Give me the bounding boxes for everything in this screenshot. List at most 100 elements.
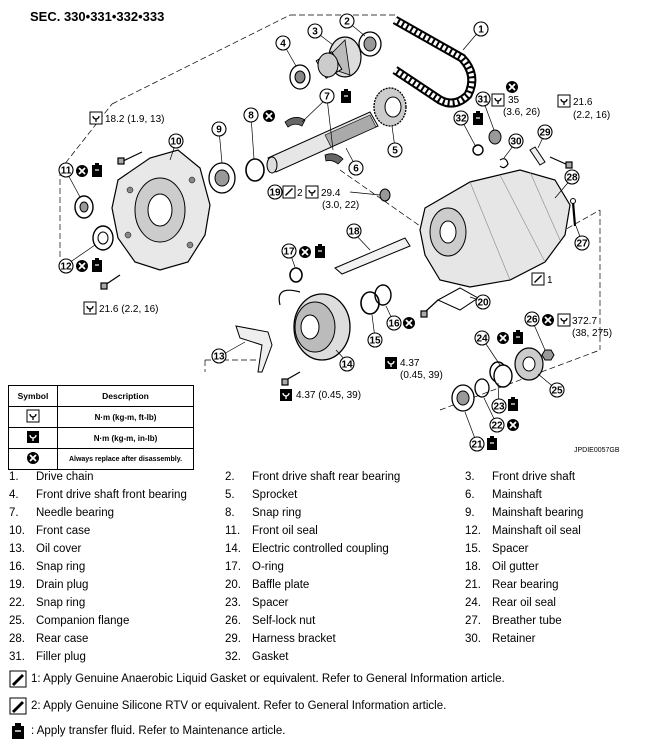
torque-spec-1: 18.2 (1.9, 13) (89, 111, 164, 125)
transfer-fluid-icon (314, 243, 326, 259)
part-name: Rear case (36, 633, 89, 645)
callout-11: 11 (58, 162, 74, 178)
bolt-shapes (100, 151, 573, 386)
callout-26: 26 (524, 311, 540, 327)
mainshaft-bearing-shape (208, 162, 236, 194)
part-number: 12. (465, 525, 481, 537)
callout-label: 14 (341, 360, 353, 371)
companion-flange-shape (514, 347, 544, 381)
svg-text:(0.45, 39): (0.45, 39) (400, 370, 443, 381)
part-number: 15. (465, 543, 481, 555)
callout-label: 20 (477, 298, 489, 309)
replace-x-icon (496, 331, 510, 345)
part-number: 9. (465, 507, 475, 519)
callout-3: 3 (307, 23, 323, 39)
part-number: 31. (9, 651, 25, 663)
part-number: 2. (225, 471, 235, 483)
torque-wrench-icon (557, 94, 571, 108)
spacer-15-shape (360, 291, 380, 315)
legend-header-symbol: Symbol (8, 385, 58, 407)
part-name: Self-lock nut (252, 615, 316, 627)
part-name: Mainshaft bearing (492, 507, 584, 519)
part-item: 1.Drive chain (9, 471, 94, 483)
part-item: 29.Harness bracket (225, 633, 336, 645)
transfer-fluid-icon (340, 88, 352, 104)
callout-label: 24 (476, 334, 488, 345)
part-item: 16.Snap ring (9, 561, 85, 573)
part-number: 30. (465, 633, 481, 645)
part-name: Baffle plate (252, 579, 310, 591)
callout-2: 2 (339, 13, 355, 29)
liquid-gasket-icon (9, 670, 27, 688)
replace-x-icon (505, 80, 519, 94)
part-item: 32.Gasket (225, 651, 288, 663)
part-name: Rear bearing (492, 579, 559, 591)
part-number: 18. (465, 561, 481, 573)
callout-7: 7 (319, 88, 335, 104)
replace-x-icon (402, 316, 416, 330)
callout-24: 24 (474, 330, 490, 346)
part-number: 7. (9, 507, 19, 519)
part-item: 20.Baffle plate (225, 579, 309, 591)
torque-wrench-icon (557, 313, 571, 327)
callout-label: 5 (392, 146, 398, 157)
callout-21: 21 (469, 436, 485, 452)
rear-bearing-shape (451, 384, 475, 412)
oil-gutter-shape (334, 237, 411, 275)
callout-10: 10 (168, 133, 184, 149)
part-number: 22. (9, 597, 25, 609)
snap-ring-16-shape (374, 284, 392, 306)
callout-23: 23 (491, 398, 507, 414)
section-title: SEC. 330•331•332•333 (30, 9, 165, 24)
part-item: 31.Filler plug (9, 651, 86, 663)
front-oil-seal-shape (74, 195, 94, 219)
breather-tube-shape (570, 198, 577, 227)
svg-text:(3.0, 22): (3.0, 22) (322, 200, 359, 211)
part-item: 2.Front drive shaft rear bearing (225, 471, 400, 483)
part-number: 5. (225, 489, 235, 501)
part-item: 28.Rear case (9, 633, 88, 645)
drain-plug-shape (379, 188, 391, 202)
callout-31: 31 (475, 91, 491, 107)
svg-text:(2.2, 16): (2.2, 16) (573, 110, 610, 121)
torque-wrench-filled-icon (384, 356, 398, 370)
callout-14: 14 (339, 356, 355, 372)
part-name: O-ring (252, 561, 284, 573)
part-number: 26. (225, 615, 241, 627)
part-number: 8. (225, 507, 235, 519)
part-number: 17. (225, 561, 241, 573)
callout-label: 12 (60, 262, 72, 273)
mainshaft-shape (266, 111, 379, 174)
replace-x-icon (262, 109, 276, 123)
torque-spec-6: 372.7 (38, 275) (541, 313, 612, 339)
part-number: 10. (9, 525, 25, 537)
note-transfer-fluid: : Apply transfer fluid. Refer to Mainten… (9, 722, 285, 740)
part-name: Front case (36, 525, 91, 537)
torque-spec-7: 4.37 (0.45, 39) (384, 356, 443, 381)
callout-label: 23 (493, 402, 505, 413)
svg-text:372.7: 372.7 (572, 316, 597, 327)
replace-x-icon (506, 418, 520, 432)
part-name: Spacer (252, 597, 289, 609)
callout-28: 28 (564, 169, 580, 185)
reference-code: JPDIE0057GB (574, 447, 620, 454)
callout-25: 25 (549, 382, 565, 398)
svg-text:21.6: 21.6 (573, 97, 593, 108)
callout-label: 29 (539, 128, 551, 139)
part-number: 1. (9, 471, 19, 483)
part-name: Snap ring (36, 597, 86, 609)
part-item: 14.Electric controlled coupling (225, 543, 389, 555)
part-number: 27. (465, 615, 481, 627)
torque-spec-8: 4.37 (0.45, 39) (279, 388, 361, 402)
part-name: Front oil seal (252, 525, 318, 537)
svg-text:4.37: 4.37 (400, 358, 420, 369)
torque-wrench-icon (491, 93, 505, 107)
torque-spec-2: 21.6 (2.2, 16) (557, 94, 610, 121)
part-item: 24.Rear oil seal (465, 597, 556, 609)
filler-plug-shape (488, 129, 502, 145)
svg-text:35: 35 (508, 95, 520, 106)
part-item: 18.Oil gutter (465, 561, 539, 573)
part-number: 14. (225, 543, 241, 555)
part-item: 3.Front drive shaft (465, 471, 575, 483)
part-item: 6.Mainshaft (465, 489, 542, 501)
